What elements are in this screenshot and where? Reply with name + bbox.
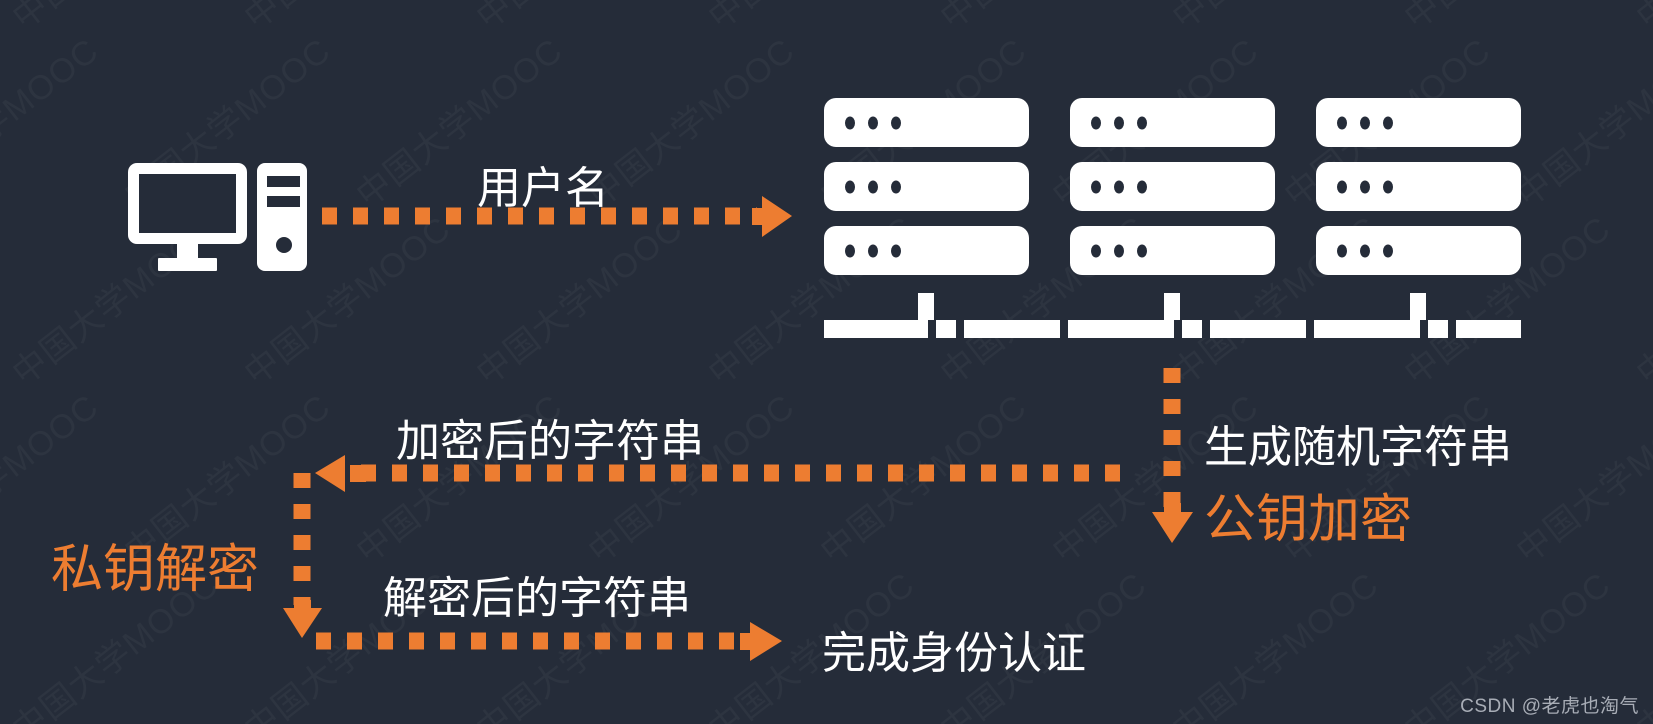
desktop-computer-icon	[128, 163, 320, 275]
rack-unit	[824, 226, 1029, 275]
rack-unit	[824, 162, 1029, 211]
flow-label-decrypted-string: 解密后的字符串	[383, 574, 691, 623]
flow-label-generate-random-string: 生成随机字符串	[1204, 423, 1512, 472]
rack-indicator-dots	[1091, 180, 1147, 193]
flow-label-public-key-encrypt: 公钥加密	[1204, 491, 1413, 549]
rack-unit	[1070, 162, 1275, 211]
rack-indicator-dots	[845, 180, 901, 193]
rack-stem	[1164, 293, 1180, 321]
flow-label-auth-complete: 完成身份认证	[822, 629, 1086, 678]
rack-unit	[1316, 98, 1521, 147]
rack-unit	[1070, 226, 1275, 275]
rack-column	[1316, 98, 1521, 290]
rack-stem	[1410, 293, 1426, 321]
rack-indicator-dots	[1091, 116, 1147, 129]
flow-label-encrypted-string: 加密后的字符串	[396, 417, 704, 466]
server-rack-icon	[824, 98, 1521, 338]
rack-unit	[824, 98, 1029, 147]
rack-unit	[1316, 162, 1521, 211]
rack-indicator-dots	[1337, 244, 1393, 257]
rack-unit	[1316, 226, 1521, 275]
flow-label-username: 用户名	[477, 164, 609, 213]
rack-stem	[918, 293, 934, 321]
rack-indicator-dots	[845, 244, 901, 257]
rack-indicator-dots	[845, 116, 901, 129]
rack-column	[824, 98, 1029, 290]
flow-encrypted-arrow	[315, 455, 1120, 492]
flow-private-key-link	[283, 473, 322, 638]
flow-username-arrow	[322, 196, 792, 237]
csdn-credit-watermark: CSDN @老虎也淘气	[1460, 696, 1639, 717]
rack-indicator-dots	[1091, 244, 1147, 257]
rack-unit	[1070, 98, 1275, 147]
flow-label-private-key-decrypt: 私钥解密	[51, 541, 260, 599]
rack-column	[1070, 98, 1275, 290]
rack-indicator-dots	[1337, 180, 1393, 193]
flow-decrypted-arrow	[316, 622, 782, 661]
rack-indicator-dots	[1337, 116, 1393, 129]
flow-generate-random-arrow	[1152, 368, 1193, 543]
rack-base-bar	[824, 320, 1521, 338]
